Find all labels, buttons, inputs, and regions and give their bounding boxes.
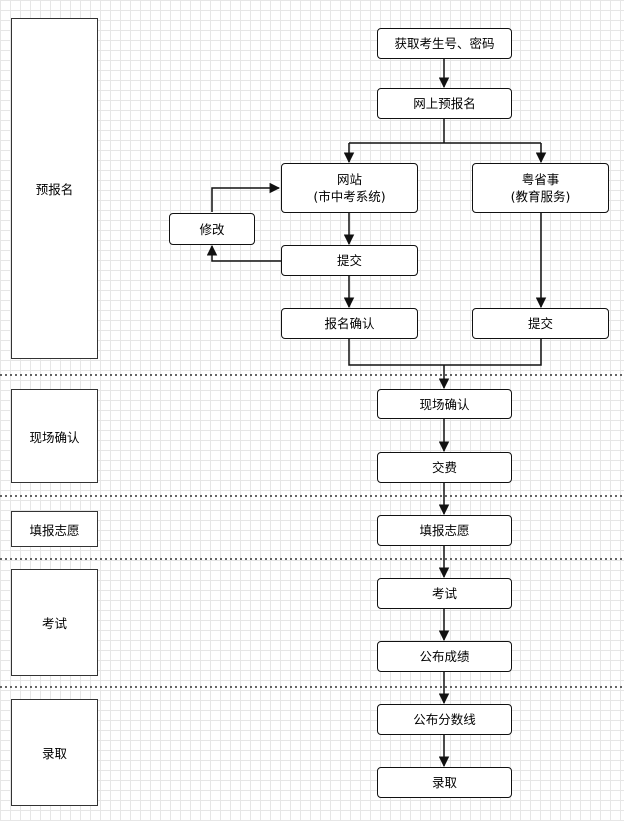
lane-admit: 录取 [11,699,98,806]
lane-separators [0,374,624,688]
node-get-id-label: 获取考生号、密码 [394,36,495,51]
node-submit-right: 提交 [472,308,609,339]
node-cutoff-label: 公布分数线 [413,712,476,727]
node-onsite-confirm-label: 现场确认 [419,396,470,412]
lane-exam-label: 考试 [41,616,67,631]
node-submit-right-label: 提交 [527,316,553,331]
node-results: 公布成绩 [377,641,512,672]
lane-prereg: 预报名 [11,18,98,359]
lane-confirm: 现场确认 [11,389,98,483]
node-submit-left: 提交 [281,245,418,276]
node-get-id: 获取考生号、密码 [377,28,512,59]
node-submit-left-label: 提交 [336,253,362,268]
lane-exam: 考试 [11,569,98,676]
node-online-prereg: 网上预报名 [377,88,512,119]
lane-prereg-label: 预报名 [35,182,74,197]
node-fee: 交费 [377,452,512,483]
node-fill-wish-label: 填报志愿 [419,523,470,538]
arrow-submit-modify [206,244,281,262]
lane-fill-label: 填报志愿 [29,522,80,538]
node-online-prereg-label: 网上预报名 [413,96,476,111]
node-exam: 考试 [377,578,512,609]
arrow-merge [348,339,542,366]
node-cutoff: 公布分数线 [377,704,512,735]
node-reg-confirm-label: 报名确认 [324,316,375,331]
node-website-line2: (市中考系统) [313,189,386,204]
node-admission-label: 录取 [431,775,457,790]
lane-admit-label: 录取 [41,746,67,761]
node-website: 网站 (市中考系统) [281,163,418,213]
node-results-label: 公布成绩 [419,649,470,664]
node-website-line1: 网站 [336,172,362,187]
node-yueshengshi: 粤省事 (教育服务) [472,163,609,213]
node-modify: 修改 [169,213,255,245]
node-onsite-confirm: 现场确认 [377,389,512,419]
lane-fill: 填报志愿 [11,511,98,547]
node-yueshengshi-line2: (教育服务) [510,189,571,204]
arrow-modify-website [211,182,281,212]
node-exam-label: 考试 [431,586,457,601]
node-yueshengshi-line1: 粤省事 [521,172,560,187]
node-reg-confirm: 报名确认 [281,308,418,339]
node-modify-label: 修改 [199,221,225,237]
lane-confirm-label: 现场确认 [29,429,80,445]
node-admission: 录取 [377,767,512,798]
node-fee-label: 交费 [431,460,457,475]
node-fill-wish: 填报志愿 [377,515,512,546]
